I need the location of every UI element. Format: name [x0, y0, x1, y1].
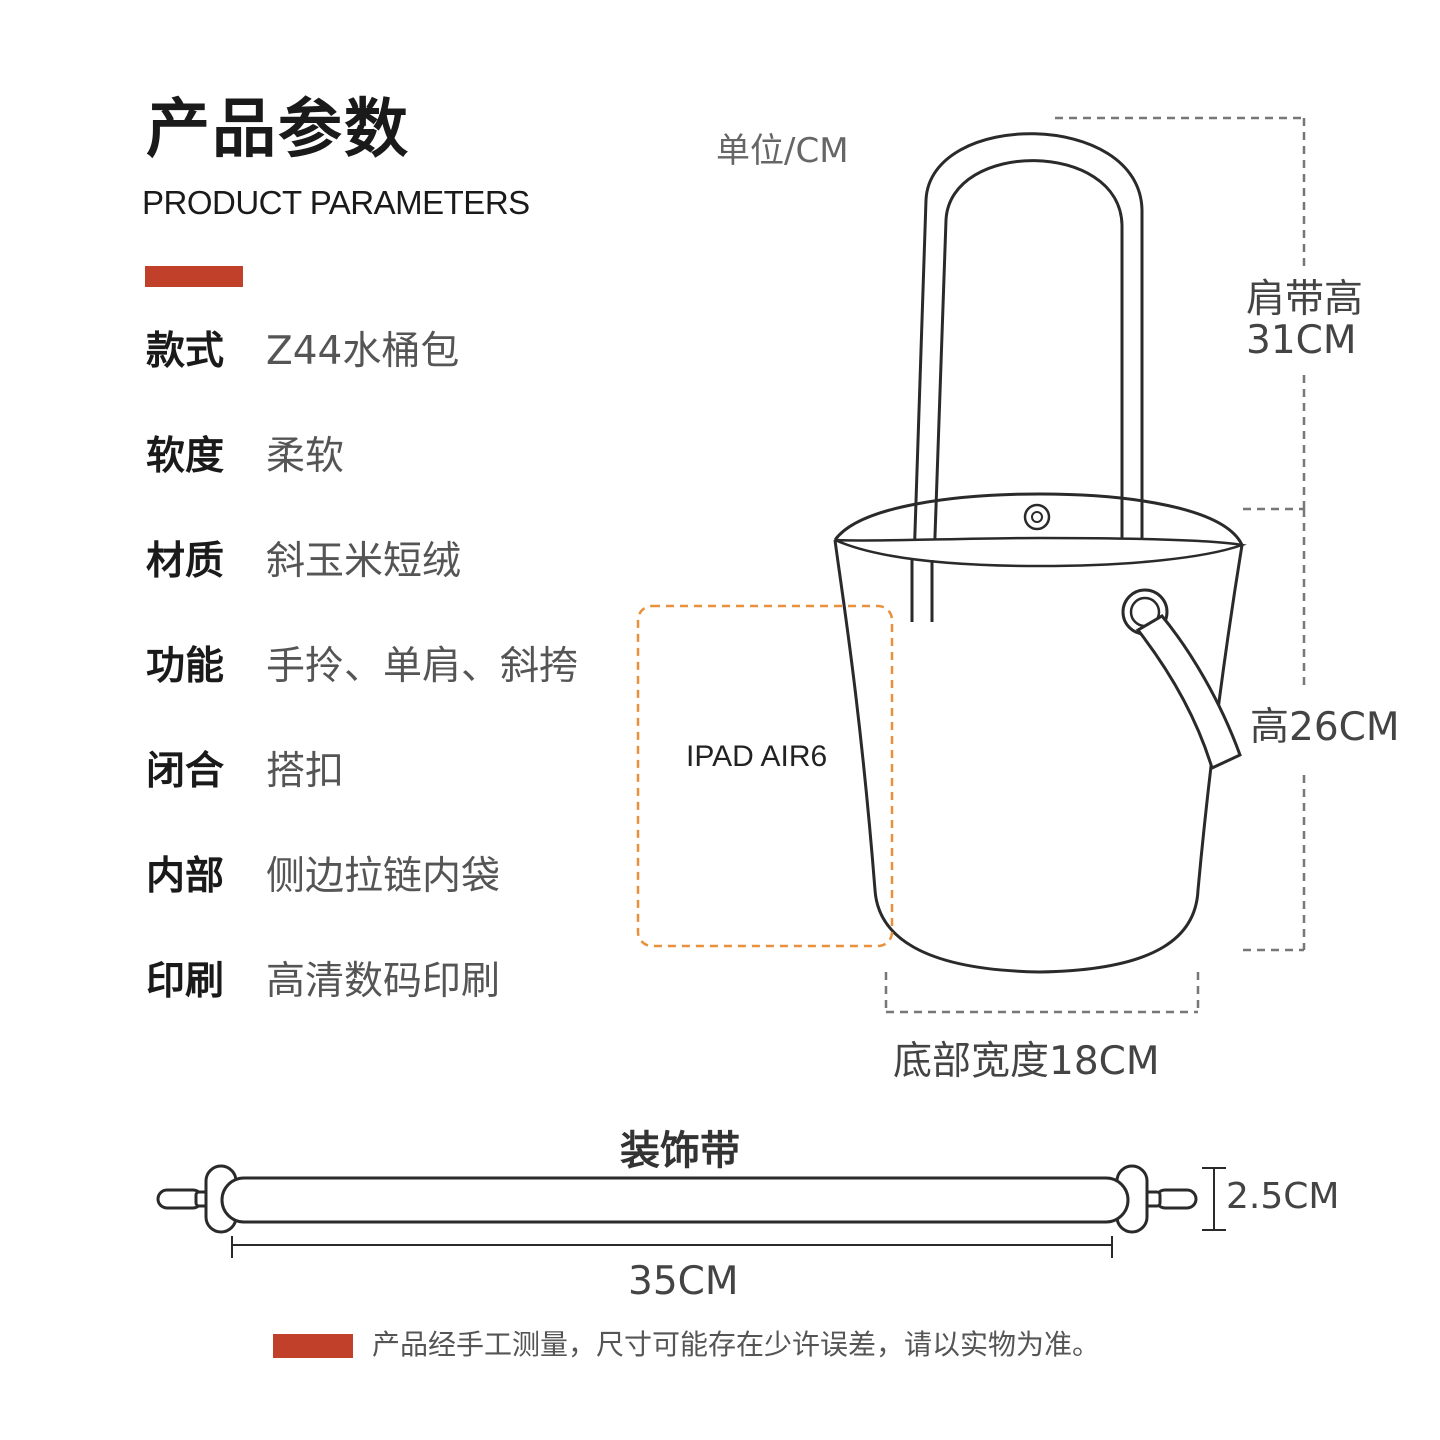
footnote-text: 产品经手工测量，尺寸可能存在少许误差，请以实物为准。 [372, 1328, 1101, 1361]
param-key: 材质 [146, 539, 225, 584]
bag-rim-inner [834, 536, 1247, 568]
param-key: 闭合 [146, 749, 225, 794]
param-row-interior: 内部 侧边拉链内袋 [146, 848, 501, 899]
strap-height-label: 肩带高 31CM [1246, 277, 1364, 363]
decorative-strap-illustration [156, 1164, 1198, 1234]
param-key: 印刷 [146, 959, 225, 1004]
side-tab [1135, 614, 1242, 771]
bag-height-label: 高26CM [1250, 705, 1400, 750]
strap-length-dimension [231, 1236, 1113, 1258]
shoulder-strap-inner [930, 159, 1124, 623]
param-row-printing: 印刷 高清数码印刷 [146, 953, 501, 1004]
param-row-function: 功能 手拎、单肩、斜挎 [146, 638, 579, 689]
bag-rim [833, 492, 1244, 546]
footnote-bar [273, 1334, 353, 1358]
ipad-label: IPAD AIR6 [686, 740, 828, 773]
strap-height-value: 31CM [1246, 317, 1357, 363]
page-subtitle: PRODUCT PARAMETERS [142, 184, 530, 221]
param-value: 柔软 [266, 434, 345, 479]
param-value: 搭扣 [266, 749, 345, 794]
param-key: 内部 [146, 854, 225, 899]
bottom-width-label: 底部宽度18CM [893, 1039, 1160, 1084]
unit-label: 单位/CM [716, 131, 849, 171]
strap-height-text: 肩带高 [1246, 277, 1364, 322]
param-value: Z44水桶包 [266, 329, 460, 374]
param-row-closure: 闭合 搭扣 [146, 743, 345, 794]
strap-length-label: 35CM [628, 1259, 739, 1304]
page-title: 产品参数 [146, 93, 410, 167]
param-row-material: 材质 斜玉米短绒 [146, 533, 462, 584]
param-row-style: 款式 Z44水桶包 [146, 323, 460, 374]
param-value: 手拎、单肩、斜挎 [266, 644, 579, 689]
param-value: 高清数码印刷 [266, 959, 501, 1004]
strap-width-label: 2.5CM [1226, 1176, 1340, 1217]
accent-bar [145, 266, 243, 287]
bag-body [833, 539, 1244, 974]
ipad-outline [636, 604, 894, 948]
param-value: 斜玉米短绒 [266, 539, 462, 584]
snap-button-icon [1023, 503, 1051, 531]
param-key: 款式 [146, 329, 225, 374]
strap-width-dimension [1202, 1167, 1226, 1231]
shoulder-strap-outer [910, 132, 1144, 623]
dimension-lines [884, 116, 1306, 1014]
param-value: 侧边拉链内袋 [266, 854, 501, 899]
param-key: 功能 [146, 644, 225, 689]
strap-title: 装饰带 [620, 1128, 740, 1174]
param-row-softness: 软度 柔软 [146, 428, 345, 479]
param-key: 软度 [146, 434, 225, 479]
